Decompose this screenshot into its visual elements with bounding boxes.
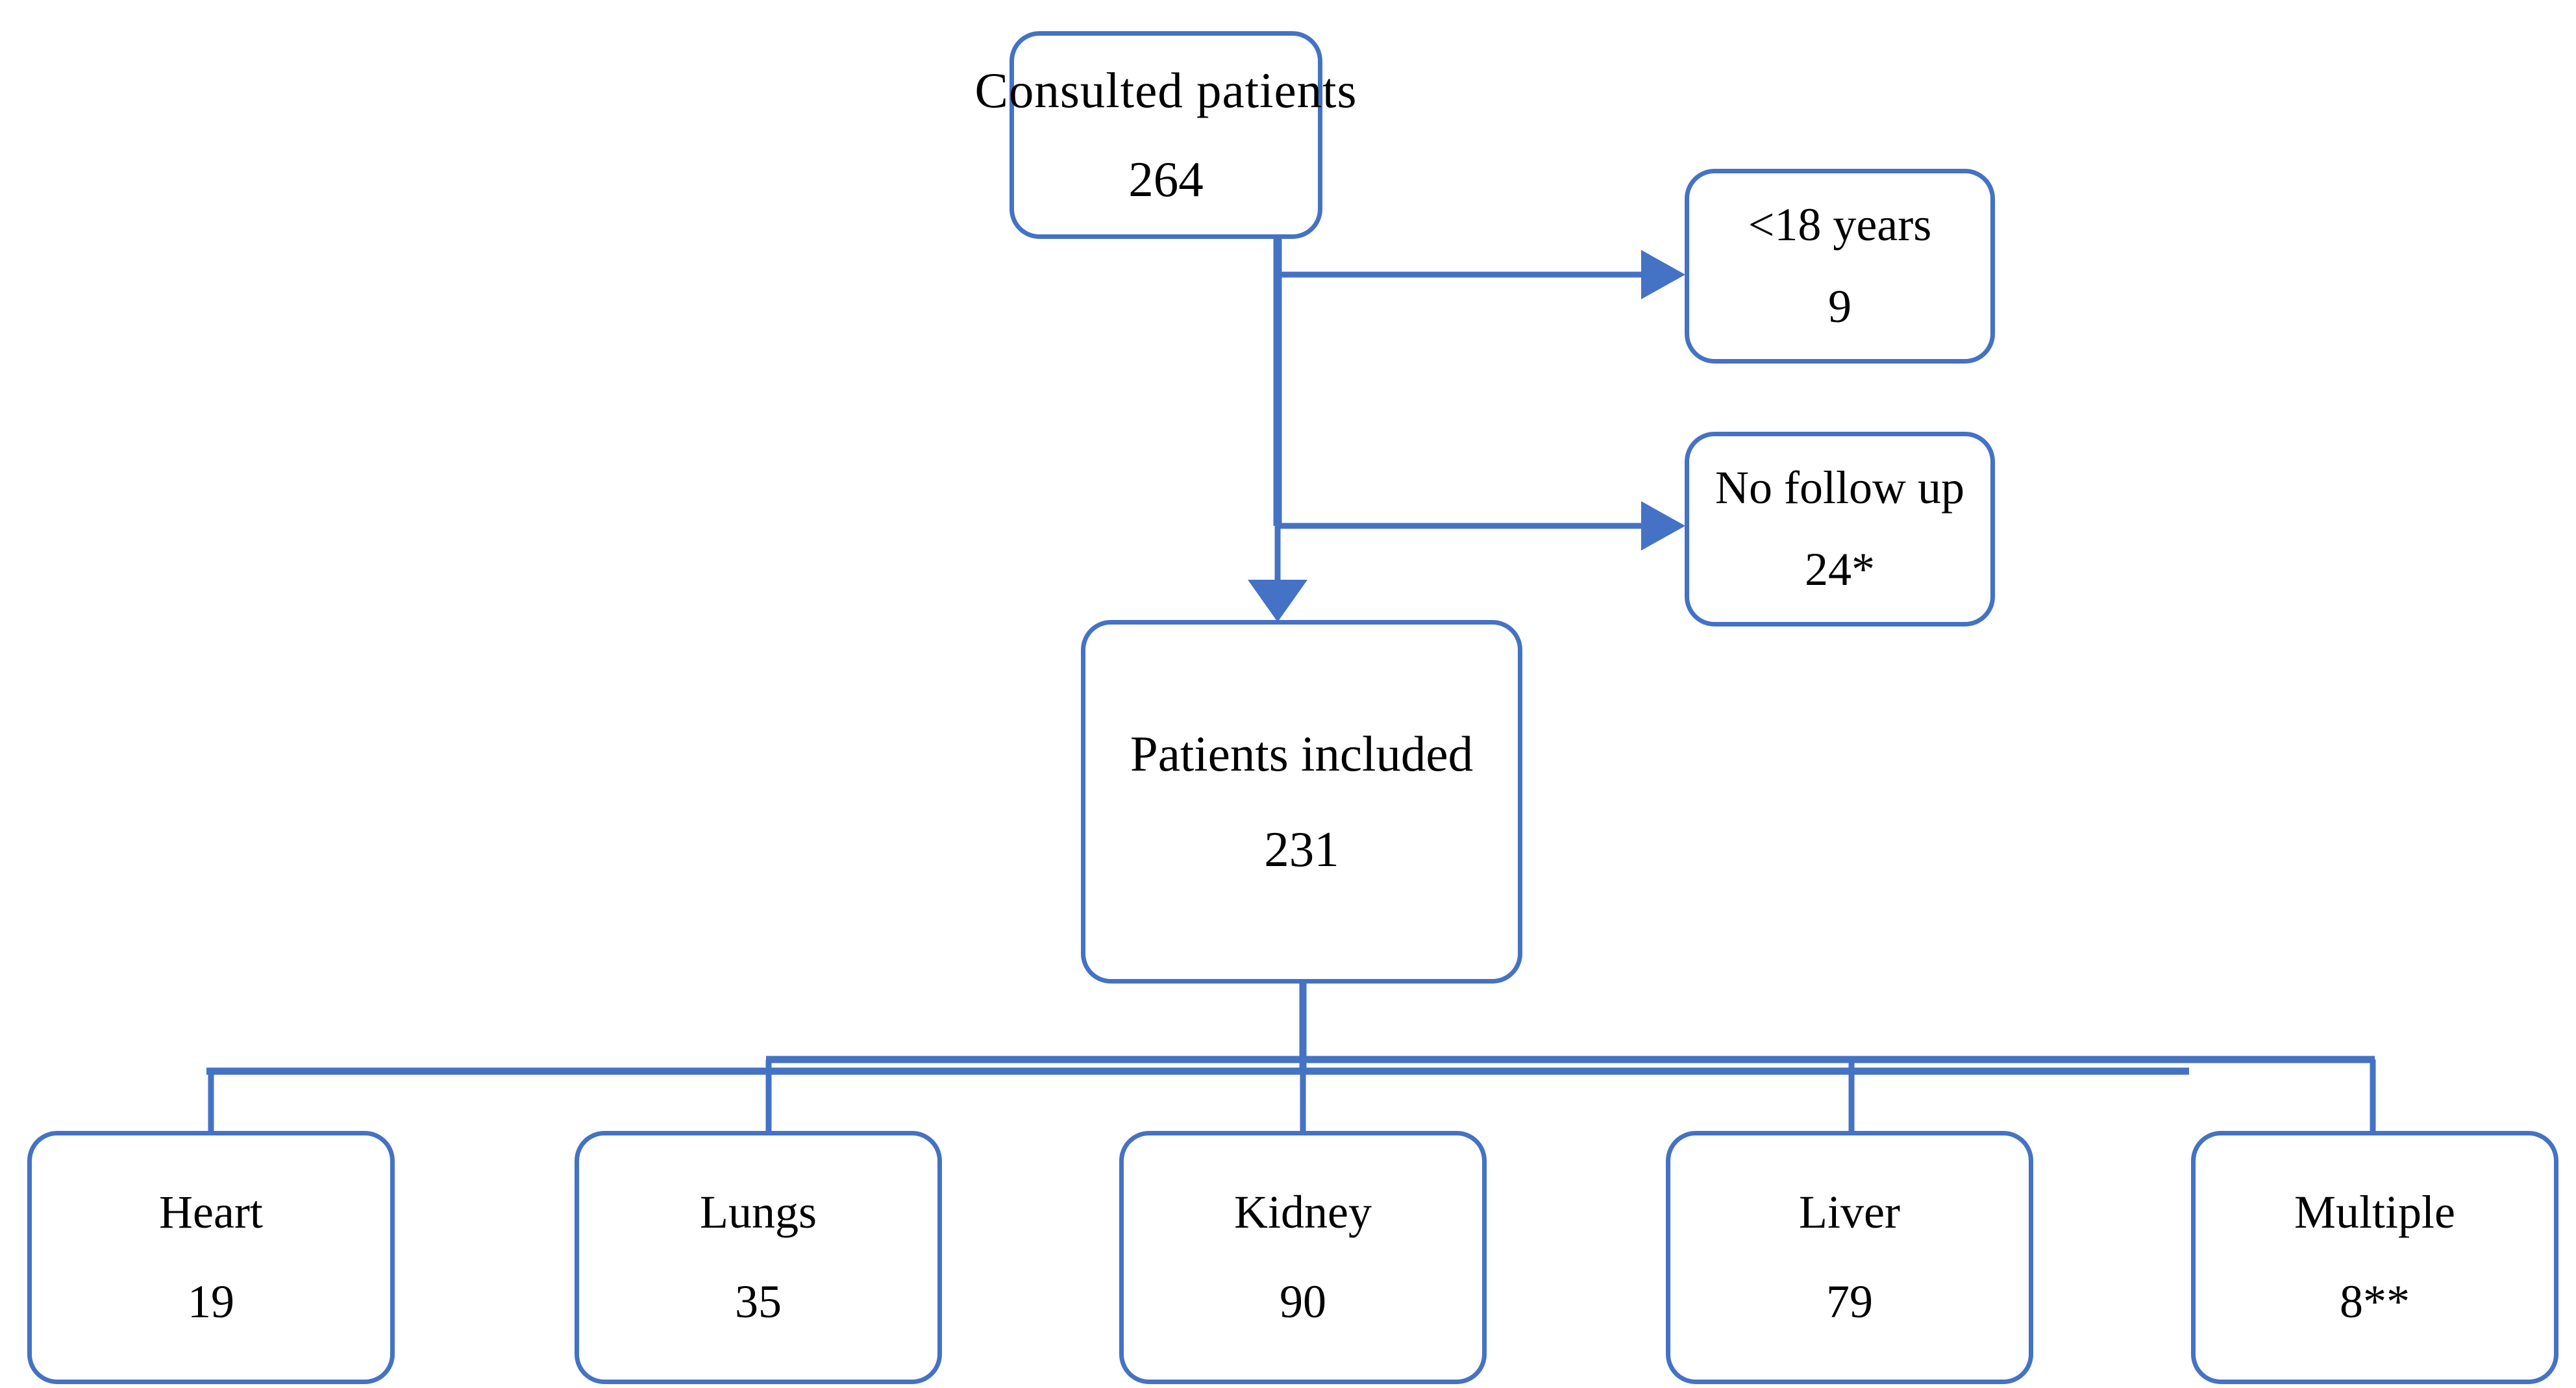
node-consulted-patients[interactable]: Consulted patients 264 <box>974 31 1357 239</box>
node-count: 90 <box>1280 1276 1326 1328</box>
node-label: Lungs <box>700 1186 817 1239</box>
node-outcome-kidney[interactable]: Kidney 90 <box>1119 1131 1487 1384</box>
arrowhead-to-exclusion-1 <box>1641 250 1685 299</box>
node-outcome-multiple[interactable]: Multiple 8** <box>2191 1131 2558 1384</box>
node-label: Liver <box>1799 1186 1900 1239</box>
node-count: 24* <box>1805 543 1875 595</box>
node-count: 264 <box>1128 151 1204 207</box>
node-patients-included[interactable]: Patients included 231 <box>1081 620 1522 984</box>
node-outcome-heart[interactable]: Heart 19 <box>27 1131 395 1384</box>
arrowhead-to-exclusion-2 <box>1641 501 1685 551</box>
node-count: 35 <box>735 1276 782 1328</box>
node-label: Patients included <box>1130 726 1474 782</box>
node-label: <18 years <box>1748 199 1932 251</box>
node-count: 79 <box>1826 1276 1873 1328</box>
node-count: 19 <box>188 1276 234 1328</box>
node-exclusion-no-follow-up[interactable]: No follow up 24* <box>1685 432 1995 626</box>
node-label: Heart <box>159 1186 263 1239</box>
node-exclusion-under-18[interactable]: <18 years 9 <box>1685 169 1995 364</box>
node-count: 9 <box>1828 280 1852 332</box>
node-label: No follow up <box>1715 462 1964 514</box>
node-label: Kidney <box>1234 1186 1372 1239</box>
node-label: Multiple <box>2294 1186 2455 1239</box>
arrowhead-to-included <box>1248 580 1307 622</box>
node-count: 231 <box>1264 821 1339 877</box>
node-label: Consulted patients <box>974 62 1357 119</box>
node-outcome-liver[interactable]: Liver 79 <box>1666 1131 2033 1384</box>
node-count: 8** <box>2340 1276 2410 1328</box>
node-outcome-lungs[interactable]: Lungs 35 <box>575 1131 942 1384</box>
